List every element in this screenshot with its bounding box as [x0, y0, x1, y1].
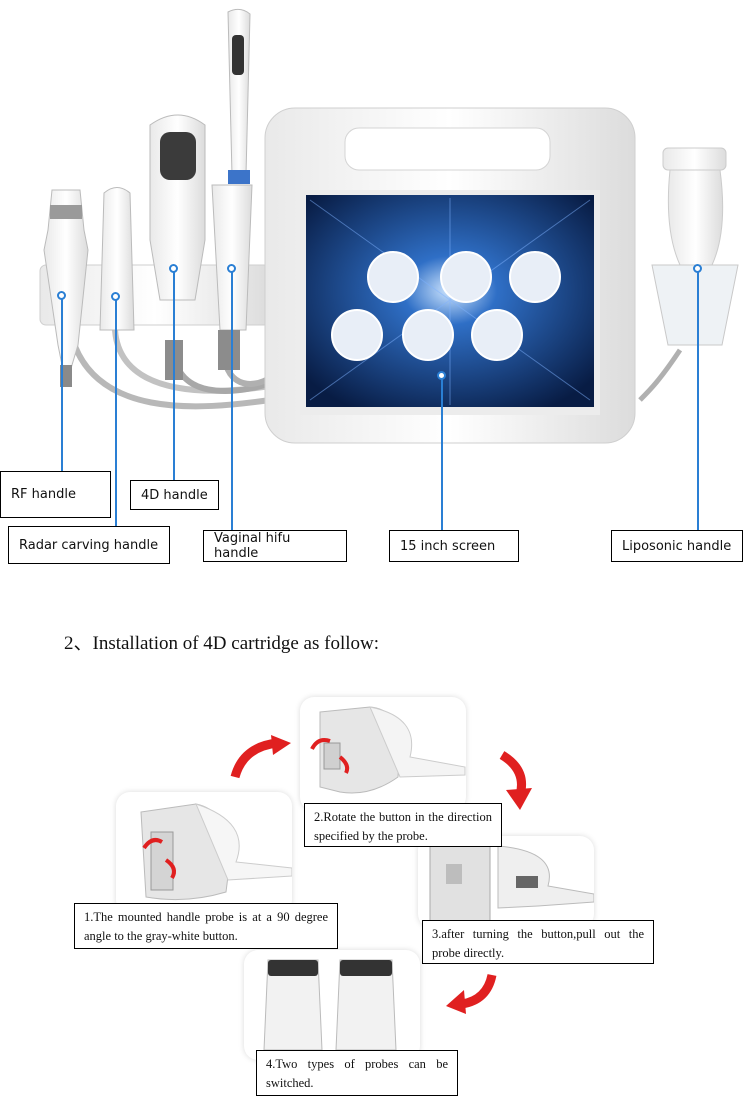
step-3-photo [418, 836, 595, 928]
step-4-text: 4.Two types of probes can be switched. [256, 1050, 458, 1096]
radar-leader-dot [111, 292, 120, 301]
red-arrow-1-icon [230, 735, 291, 779]
step-1-photo [116, 792, 293, 914]
step-3-text: 3.after turning the button,pull out the … [422, 920, 654, 964]
liposonic-leader-line [697, 268, 699, 530]
vaginal-leader-dot [227, 264, 236, 273]
red-arrow-3-icon [446, 973, 497, 1014]
fourd-leader-line [173, 268, 175, 480]
step-2-photo [300, 697, 466, 811]
rf-leader-line [61, 295, 63, 471]
rf-leader-dot [57, 291, 66, 300]
radar-leader-line [115, 296, 117, 526]
section-heading: 2、Installation of 4D cartridge as follow… [64, 633, 380, 654]
liposonic-leader-dot [693, 264, 702, 273]
step-1-text: 1.The mounted handle probe is at a 90 de… [74, 903, 338, 949]
radar-carving-handle-label: Radar carving handle [8, 526, 170, 564]
fourd-leader-dot [169, 264, 178, 273]
screen-label: 15 inch screen [389, 530, 519, 562]
vaginal-leader-line [231, 268, 233, 530]
red-arrow-2-icon [499, 751, 532, 810]
machine-illustration [39, 8, 739, 444]
fourd-handle-label: 4D handle [130, 480, 219, 510]
vaginal-hifu-handle-label: Vaginal hifu handle [203, 530, 347, 562]
rf-handle-label: RF handle [0, 471, 111, 518]
screen-leader-line [441, 375, 443, 530]
liposonic-handle-label: Liposonic handle [611, 530, 743, 562]
step-2-text: 2.Rotate the button in the direction spe… [304, 803, 502, 847]
step-4-photo [244, 950, 420, 1060]
screen-leader-dot [437, 371, 446, 380]
